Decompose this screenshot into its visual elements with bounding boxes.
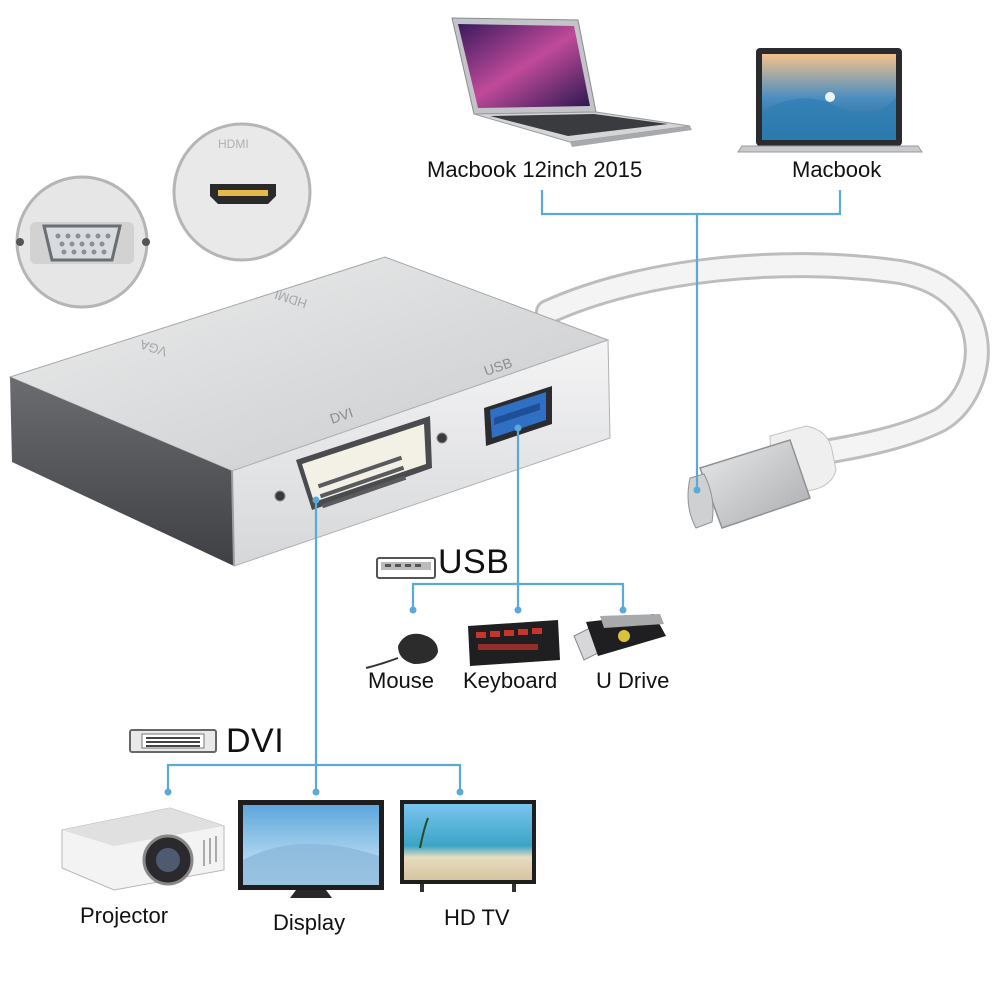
device-label-u-drive: U Drive	[596, 668, 670, 693]
display-image	[238, 800, 384, 898]
hdmi-port-zoom: HDMI	[172, 122, 312, 262]
dvi-group-title: DVI	[226, 722, 285, 760]
macbook-label: Macbook	[792, 157, 882, 182]
macbook-12inch-label: Macbook 12inch 2015	[427, 157, 643, 182]
keyboard-image	[468, 620, 560, 666]
device-label-display: Display	[273, 910, 346, 935]
device-label-keyboard: Keyboard	[463, 668, 558, 693]
dvi-port	[274, 416, 448, 510]
usb-connector-icon	[376, 557, 436, 579]
dvi-connector-icon	[129, 729, 217, 753]
zoom-hdmi-label: HDMI	[218, 137, 249, 151]
device-label-mouse: Mouse	[368, 668, 435, 693]
usb-c-cable	[535, 252, 990, 529]
device-label-projector: Projector	[80, 903, 169, 928]
usb-group-title: USB	[438, 543, 510, 581]
mouse-image	[365, 633, 438, 669]
usb-port	[484, 386, 552, 446]
connector-lines	[166, 190, 842, 790]
device-label-hd-tv: HD TV	[444, 905, 510, 930]
vga-port-zoom	[15, 175, 150, 309]
adapter-dvi-label: DVI	[328, 404, 355, 427]
u-drive-image	[573, 614, 666, 661]
laptop-right-image	[737, 48, 923, 153]
projector-image	[61, 807, 225, 891]
hd-tv-image	[400, 800, 536, 892]
connector-dots	[164, 424, 701, 796]
laptop-left-image	[451, 17, 692, 147]
